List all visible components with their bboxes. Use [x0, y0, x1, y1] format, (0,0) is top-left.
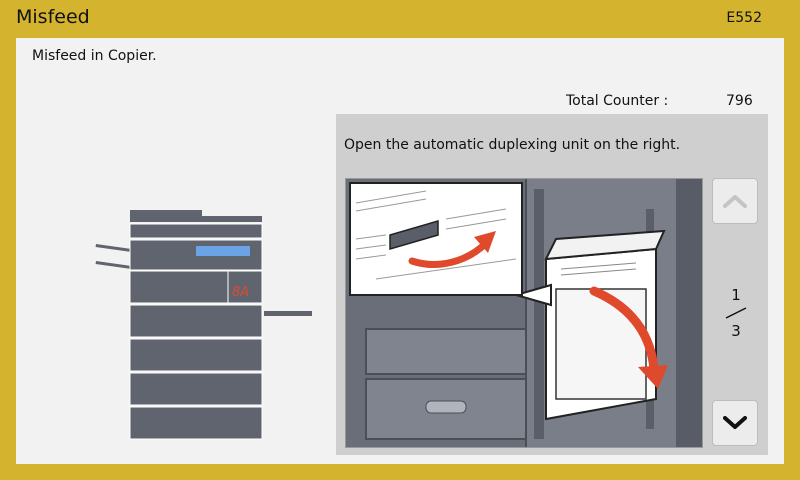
jam-location-marker: 8A	[232, 285, 249, 300]
duplex-unit-illustration	[345, 178, 703, 448]
error-code: E552	[726, 10, 762, 26]
page-divider	[725, 307, 747, 319]
total-counter-value: 796	[726, 93, 753, 109]
title-bar: Misfeed E552	[0, 0, 800, 38]
guidance-area: Open the automatic duplexing unit on the…	[336, 114, 768, 455]
page-total: 3	[731, 322, 741, 340]
page-indicator: 1 3	[716, 284, 756, 344]
screen-title: Misfeed	[16, 6, 90, 28]
chevron-up-icon	[723, 195, 747, 208]
page-current: 1	[731, 286, 741, 304]
chevron-down-icon	[723, 416, 747, 429]
total-counter-label: Total Counter :	[566, 93, 669, 109]
copier-diagram: 8A	[95, 210, 312, 440]
page-up-button[interactable]	[712, 178, 758, 224]
content-panel: Misfeed in Copier. Total Counter : 796 8…	[16, 38, 784, 464]
page-down-button[interactable]	[712, 400, 758, 446]
instruction-text: Open the automatic duplexing unit on the…	[344, 137, 681, 153]
misfeed-message: Misfeed in Copier.	[32, 48, 157, 64]
